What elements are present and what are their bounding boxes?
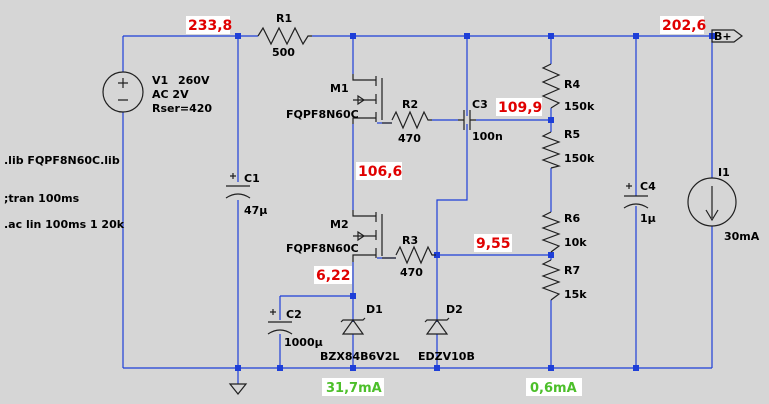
r6-value: 10k: [564, 236, 587, 249]
r5-value: 150k: [564, 152, 595, 165]
resistor-r4-symbol: [541, 63, 561, 109]
resistor-r2-symbol: [391, 110, 432, 130]
directive-ac: .ac lin 100ms 1 20k: [4, 218, 125, 231]
voltage-box-v-out: [660, 16, 704, 34]
directive-lib: .lib FQPF8N60C.lib: [4, 154, 120, 167]
c1-value: 47µ: [244, 204, 267, 217]
r2-name: R2: [402, 98, 418, 111]
r7-value: 15k: [564, 288, 587, 301]
r1-value: 500: [272, 46, 295, 59]
current-i-d1: 31,7mA: [326, 381, 382, 396]
ground-symbol: [228, 383, 248, 395]
voltage-v-in: 233,8: [188, 18, 232, 34]
r7-name: R7: [564, 264, 580, 277]
net-label-bplus: B+: [714, 30, 732, 43]
r5-name: R5: [564, 128, 580, 141]
d1-model: BZX84B6V2L: [320, 350, 399, 363]
resistor-r5-symbol: [541, 131, 562, 169]
junction-nodes: [235, 33, 715, 371]
voltage-v-r4r5: 109,9: [498, 100, 542, 116]
i1-name: I1: [718, 166, 730, 179]
r3-value: 470: [400, 266, 423, 279]
voltage-v-d1: 6,22: [316, 268, 351, 284]
resistor-r3-symbol: [395, 245, 436, 265]
voltage-source-v1-symbol: [102, 71, 144, 113]
r6-name: R6: [564, 212, 580, 225]
m1-model: FQPF8N60C: [286, 108, 359, 121]
directive-tran: ;tran 100ms: [4, 192, 80, 205]
m2-model: FQPF8N60C: [286, 242, 359, 255]
voltage-v-out: 202,6: [662, 18, 706, 34]
c3-value: 100n: [472, 130, 503, 143]
current-box-i-d1: [322, 378, 384, 396]
voltage-box-v-in: [186, 16, 230, 34]
d2-name: D2: [446, 303, 463, 316]
resistor-r7-symbol: [541, 259, 561, 301]
zener-d1-symbol: [340, 317, 366, 335]
current-source-i1-symbol: [687, 177, 737, 227]
m2-name: M2: [330, 218, 349, 231]
voltage-box-v-d1: [314, 266, 352, 284]
i1-value: 30mA: [724, 230, 760, 243]
c1-name: C1: [244, 172, 260, 185]
wires: [122, 35, 713, 384]
v1-rser: Rser=420: [152, 102, 212, 115]
c4-value: 1µ: [640, 212, 656, 225]
d1-name: D1: [366, 303, 383, 316]
resistor-r6-symbol: [541, 211, 561, 253]
capacitor-c3-symbol: [458, 110, 476, 130]
mosfet-m1-symbol: [352, 74, 392, 124]
v1-value: 260V: [178, 74, 210, 87]
r1-name: R1: [276, 12, 292, 25]
c2-name: C2: [286, 308, 302, 321]
capacitor-c2-symbol: [267, 309, 293, 335]
d2-model: EDZV10B: [418, 350, 475, 363]
r4-name: R4: [564, 78, 580, 91]
voltage-box-v-mid: [356, 162, 402, 180]
c4-name: C4: [640, 180, 656, 193]
current-box-i-div: [526, 378, 582, 396]
c2-value: 1000µ: [284, 336, 323, 349]
v1-ac: AC 2V: [152, 88, 189, 101]
c3-name: C3: [472, 98, 488, 111]
current-i-div: 0,6mA: [530, 381, 577, 396]
r2-value: 470: [398, 132, 421, 145]
zener-d2-symbol: [424, 317, 450, 335]
capacitor-c1-symbol: [225, 173, 251, 199]
voltage-v-d2: 9,55: [476, 236, 511, 252]
capacitor-c4-symbol: [623, 183, 649, 209]
r4-value: 150k: [564, 100, 595, 113]
r3-name: R3: [402, 234, 418, 247]
m1-name: M1: [330, 82, 349, 95]
mosfet-m2-symbol: [352, 210, 396, 262]
voltage-v-mid: 106,6: [358, 164, 402, 180]
voltage-box-v-d2: [474, 234, 512, 252]
v1-name: V1: [152, 74, 168, 87]
resistor-r1-symbol: [257, 26, 312, 46]
net-label-flag: [711, 29, 743, 43]
voltage-box-v-r4r5: [496, 98, 542, 116]
